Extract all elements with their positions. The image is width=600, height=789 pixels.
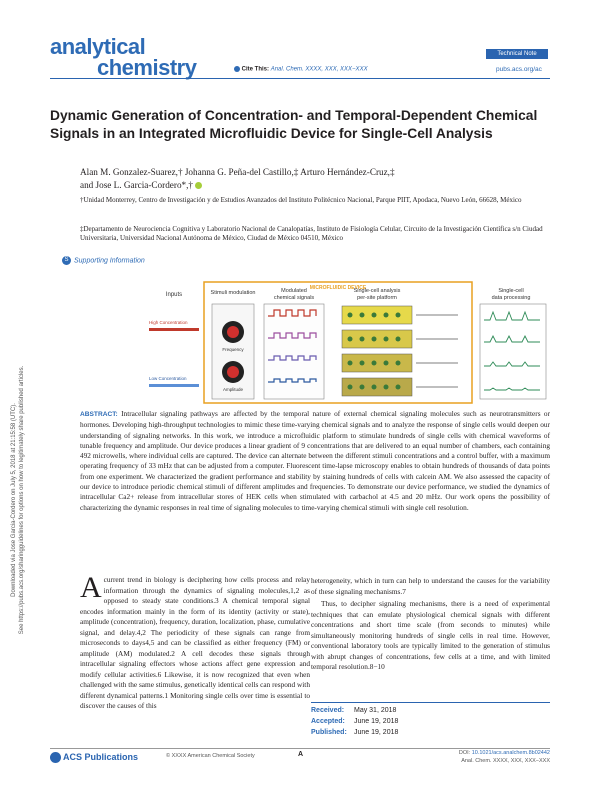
article-title: Dynamic Generation of Concentration- and… [50,108,538,141]
trace-4 [484,387,540,391]
footer-citation: Anal. Chem. XXXX, XXX, XXX−XXX [461,757,550,764]
cell-dots [347,312,401,390]
cite-label: Cite This: [241,66,270,73]
signal-trace-1 [268,309,317,317]
journal-logo-line2: chemistry [97,55,197,80]
author-list: Alan M. Gonzalez-Suarez,† Johanna G. Peñ… [80,166,540,192]
article-type-badge: Technical Note [486,49,548,59]
body-column-2: heterogeneity, which in turn can help to… [311,576,550,673]
arrows [416,314,458,388]
date-accepted: Accepted: June 19, 2018 [311,716,550,727]
doi-link[interactable]: 10.1021/acs.analchem.8b02442 [471,750,550,756]
col-modulated-label-2: chemical signals [274,295,315,301]
dates-divider [311,702,550,703]
frequency-knob-center [227,326,239,338]
body-col2-para2: Thus, to decipher signaling mechanisms, … [311,599,550,671]
abstract-label: ABSTRACT: [80,411,118,418]
journal-logo[interactable]: analytical chemistry [50,36,225,80]
data-processing-traces [479,303,547,400]
col-stimuli-label: Stimuli modulation [211,290,256,296]
supporting-info-label: Supporting Information [74,257,145,265]
body-col1-text: current trend in biology is deciphering … [80,575,310,710]
signal-trace-3 [268,355,317,361]
trace-3 [484,361,540,367]
col-data-label-1: Single-cell [498,288,523,294]
date-received-label: Received: [311,707,345,714]
copyright: © XXXX American Chemical Society [166,753,255,759]
cell-chambers [341,305,413,397]
publication-dates: Received: May 31, 2018 Accepted: June 19, … [311,705,550,738]
date-published-value: June 19, 2018 [354,729,399,736]
download-stamp: Downloaded via Jose Garcia-Cordero on Ju… [10,290,25,635]
author-line-2[interactable]: and Jose L. Garcia-Cordero*,† [80,180,194,190]
chamber-3 [341,353,413,373]
cite-icon [234,66,240,72]
download-stamp-line2[interactable]: See https://pubs.acs.org/sharingguidelin… [19,365,25,635]
col-singlecell-label-2: per-site platform [357,295,397,301]
date-published-label: Published: [311,729,347,736]
supporting-info-icon: S [62,256,71,265]
download-stamp-line1: Downloaded via Jose Garcia-Cordero on Ju… [11,403,17,597]
date-published: Published: June 19, 2018 [311,727,550,738]
drop-cap: A [80,571,102,604]
signal-trace-4 [268,378,317,383]
body-col2-para1: heterogeneity, which in turn can help to… [311,576,550,596]
journal-url-link[interactable]: pubs.acs.org/ac [496,66,542,73]
col-data-label-2: data processing [492,295,531,301]
date-accepted-label: Accepted: [311,718,345,725]
signal-trace-2 [268,332,317,339]
col-inputs-label: Inputs [166,292,182,298]
data-panel [479,303,547,400]
chamber-1 [341,305,413,325]
cite-this[interactable]: Cite This: Anal. Chem. XXXX, XXX, XXX−XX… [234,66,368,73]
amplitude-label: Amplitude [223,387,244,392]
cite-reference: Anal. Chem. XXXX, XXX, XXX−XXX [270,66,368,73]
abstract: ABSTRACT: Intracellular signaling pathwa… [80,409,550,513]
affiliation-2: ‡Departamento de Neurociencia Cognitiva … [80,225,543,243]
high-conc-channel [149,328,199,331]
orcid-icon[interactable] [195,182,203,190]
footer-divider [50,748,550,749]
journal-logo-line1: analytical [50,34,146,59]
acs-publications-logo[interactable]: ACS Publications [50,752,139,764]
graphical-abstract: MICROFLUIDIC DEVICE Inputs Stimuli modul… [146,280,552,405]
chamber-4 [341,377,413,397]
publisher-name: ACS Publications [63,752,139,762]
trace-2 [484,334,540,343]
header-divider [50,78,550,79]
date-received-value: May 31, 2018 [354,707,397,714]
affiliation-1: †Unidad Monterrey, Centro de Investigaci… [80,196,522,204]
author-line-1[interactable]: Alan M. Gonzalez-Suarez,† Johanna G. Peñ… [80,167,395,177]
col-modulated-label-1: Modulated [281,288,307,294]
high-conc-label: High Concentration [149,320,188,325]
date-accepted-value: June 19, 2018 [354,718,399,725]
doi-block: DOI: 10.1021/acs.analchem.8b02442 Anal. … [452,750,550,765]
low-conc-channel [149,384,199,387]
page-number: A [298,751,304,758]
stimuli-panel [211,303,255,400]
low-conc-label: Low Concentration [149,376,187,381]
device-label: MICROFLUIDIC DEVICE [310,285,367,291]
col-singlecell-label-1: Single-cell analysis [354,288,401,294]
acs-logo-icon [50,752,61,764]
device-frame [203,281,473,404]
trace-1 [484,310,540,321]
doi-label: DOI: [458,750,471,756]
frequency-label: Frequency [222,347,244,352]
modulated-signal-lines [263,303,325,400]
abstract-text: Intracellular signaling pathways are aff… [80,409,551,512]
date-received: Received: May 31, 2018 [311,705,550,716]
modulated-panel [263,303,325,400]
amplitude-knob-center [227,366,239,378]
chamber-2 [341,329,413,349]
